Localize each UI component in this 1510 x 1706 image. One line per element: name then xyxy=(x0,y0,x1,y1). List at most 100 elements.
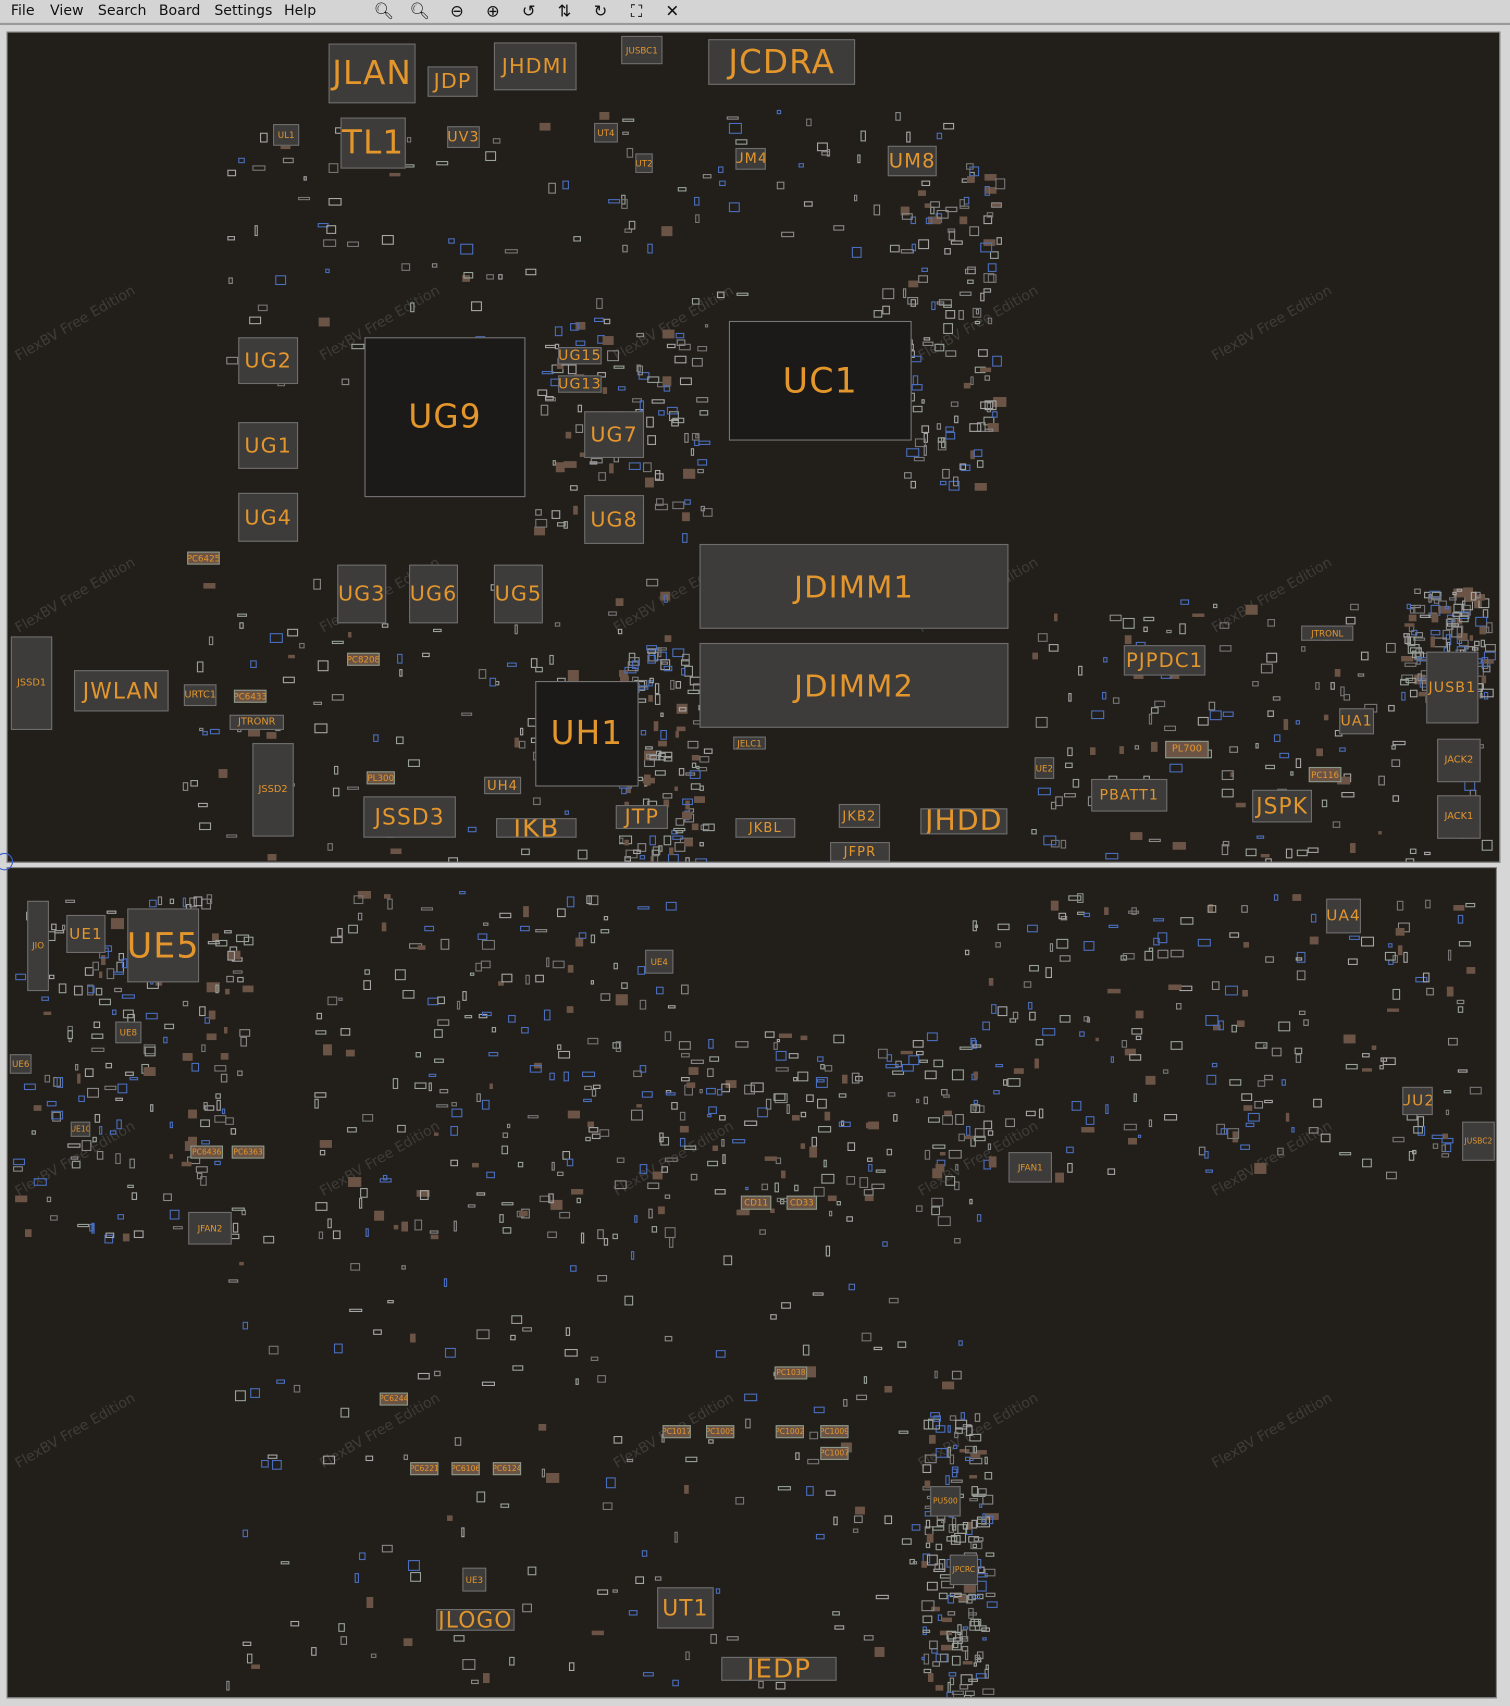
component-jlan[interactable]: JLAN xyxy=(328,43,416,104)
component-jlogo[interactable]: JLOGO xyxy=(436,1609,515,1631)
component-pc6433[interactable]: PC6433 xyxy=(233,689,267,703)
component-jelc1[interactable]: JELC1 xyxy=(733,736,766,750)
component-pl300[interactable]: PL300 xyxy=(366,771,395,785)
component-jusbc1[interactable]: JUSBC1 xyxy=(621,35,663,65)
component-pc6106[interactable]: PC6106 xyxy=(451,1462,480,1476)
component-jkb[interactable]: JKB xyxy=(496,818,577,838)
component-ug4[interactable]: UG4 xyxy=(238,492,299,542)
component-pc1002[interactable]: PC1002 xyxy=(775,1425,804,1439)
component-jssd2[interactable]: JSSD2 xyxy=(252,743,294,837)
component-ut4[interactable]: UT4 xyxy=(593,122,618,143)
component-ue4[interactable]: UE4 xyxy=(645,949,674,974)
component-ua4[interactable]: UA4 xyxy=(1326,898,1361,934)
zoom-fit-button[interactable]: 🔍︎ xyxy=(409,1,431,21)
component-pc1007[interactable]: PC1007 xyxy=(820,1446,849,1460)
flip-button[interactable]: ⇅ xyxy=(554,1,576,21)
component-pc6221[interactable]: PC6221 xyxy=(410,1462,439,1476)
component-ug9[interactable]: UG9 xyxy=(364,337,526,498)
rotate-cw-button[interactable]: ↻ xyxy=(590,1,612,21)
component-pc8208[interactable]: PC8208 xyxy=(347,652,380,666)
component-uh4[interactable]: UH4 xyxy=(484,776,522,795)
component-ug5[interactable]: UG5 xyxy=(493,564,543,624)
fit-view-button[interactable]: ⛶ xyxy=(626,1,648,21)
component-jkb2[interactable]: JKB2 xyxy=(838,803,881,828)
component-pc116[interactable]: PC116 xyxy=(1308,766,1342,783)
component-jpcrc[interactable]: JPCRC xyxy=(949,1554,979,1586)
component-ug15[interactable]: UG15 xyxy=(558,347,602,365)
menu-search[interactable]: Search xyxy=(97,3,147,20)
component-ue1[interactable]: UE1 xyxy=(66,914,106,954)
component-tl1[interactable]: TL1 xyxy=(340,117,406,169)
component-pc1005[interactable]: PC1005 xyxy=(706,1425,735,1439)
component-pc6425[interactable]: PC6425 xyxy=(187,551,220,565)
component-pc1038[interactable]: PC1038 xyxy=(774,1366,808,1380)
component-urtc1[interactable]: URTC1 xyxy=(183,684,217,707)
menu-view[interactable]: View xyxy=(50,3,84,20)
rotate-ccw-button[interactable]: ↺ xyxy=(518,1,540,21)
menu-help[interactable]: Help xyxy=(283,3,317,20)
component-ue6[interactable]: UE6 xyxy=(9,1054,32,1074)
component-um4[interactable]: UM4 xyxy=(735,147,766,170)
component-jhdmi[interactable]: JHDMI xyxy=(493,42,577,91)
component-pc6124[interactable]: PC6124 xyxy=(492,1462,522,1476)
component-pc6244[interactable]: PC6244 xyxy=(379,1392,408,1406)
component-ua1[interactable]: UA1 xyxy=(1339,708,1375,735)
component-ut2[interactable]: UT2 xyxy=(635,153,653,173)
component-ug3[interactable]: UG3 xyxy=(337,564,387,624)
component-jack2[interactable]: JACK2 xyxy=(1437,738,1481,783)
component-jedp[interactable]: JEDP xyxy=(721,1656,837,1681)
component-pc1017[interactable]: PC1017 xyxy=(662,1425,691,1439)
zoom-out-circle-button[interactable]: ⊖ xyxy=(446,1,468,21)
component-uv3[interactable]: UV3 xyxy=(447,126,480,148)
component-ug7[interactable]: UG7 xyxy=(584,411,645,459)
component-ue10[interactable]: UE10 xyxy=(70,1121,91,1137)
component-ug13[interactable]: UG13 xyxy=(558,375,602,393)
component-ug6[interactable]: UG6 xyxy=(409,564,459,624)
component-uu2[interactable]: UU2 xyxy=(1402,1086,1433,1116)
component-jhdd[interactable]: JHDD xyxy=(920,808,1008,835)
component-ue5[interactable]: UE5 xyxy=(127,908,200,983)
component-pu500[interactable]: PU500 xyxy=(930,1486,961,1517)
component-pc6436[interactable]: PC6436 xyxy=(190,1145,224,1159)
component-ul1[interactable]: UL1 xyxy=(273,124,300,146)
component-ug8[interactable]: UG8 xyxy=(584,494,645,544)
component-jusb1[interactable]: JUSB1 xyxy=(1426,651,1479,724)
component-jtronr[interactable]: JTRONR xyxy=(229,714,284,730)
component-jack1[interactable]: JACK1 xyxy=(1437,795,1481,839)
component-ug1[interactable]: UG1 xyxy=(238,422,299,469)
component-jwlan[interactable]: JWLAN xyxy=(73,670,169,712)
zoom-in-button[interactable]: 🔍︎ xyxy=(373,1,395,21)
component-jdimm2[interactable]: JDIMM2 xyxy=(699,642,1009,728)
component-jtp[interactable]: JTP xyxy=(615,805,668,829)
component-ue2[interactable]: UE2 xyxy=(1034,757,1055,779)
component-um8[interactable]: UM8 xyxy=(887,145,937,177)
component-pl700[interactable]: PL700 xyxy=(1165,740,1209,759)
component-pbatt1[interactable]: PBATT1 xyxy=(1091,778,1168,812)
component-jcdra[interactable]: JCDRA xyxy=(708,39,856,85)
close-button[interactable]: ✕ xyxy=(661,1,683,21)
component-uc1[interactable]: UC1 xyxy=(728,320,912,441)
component-pc6363[interactable]: PC6363 xyxy=(231,1145,265,1159)
menu-board[interactable]: Board xyxy=(158,3,201,20)
component-jio[interactable]: JIO xyxy=(27,900,49,992)
component-cd33[interactable]: CD33 xyxy=(786,1195,818,1210)
component-cd11[interactable]: CD11 xyxy=(740,1195,772,1210)
menu-file[interactable]: File xyxy=(10,3,35,20)
zoom-in-circle-button[interactable]: ⊕ xyxy=(482,1,504,21)
component-jdimm1[interactable]: JDIMM1 xyxy=(699,543,1009,629)
component-jtronl[interactable]: JTRONL xyxy=(1301,625,1354,641)
component-pjpdc1[interactable]: PJPDC1 xyxy=(1123,645,1206,676)
component-jfpr[interactable]: JFPR xyxy=(830,842,890,862)
menu-settings[interactable]: Settings xyxy=(214,3,273,20)
component-pc1009[interactable]: PC1009 xyxy=(820,1425,849,1439)
component-ue8[interactable]: UE8 xyxy=(115,1021,142,1044)
component-jssd3[interactable]: JSSD3 xyxy=(363,796,456,838)
component-jssd1[interactable]: JSSD1 xyxy=(10,636,53,730)
component-jusbc2[interactable]: JUSBC2 xyxy=(1462,1121,1495,1161)
component-jdp[interactable]: JDP xyxy=(427,66,478,97)
component-ut1[interactable]: UT1 xyxy=(657,1587,714,1629)
component-ug2[interactable]: UG2 xyxy=(238,337,299,385)
component-ue3[interactable]: UE3 xyxy=(462,1567,487,1592)
